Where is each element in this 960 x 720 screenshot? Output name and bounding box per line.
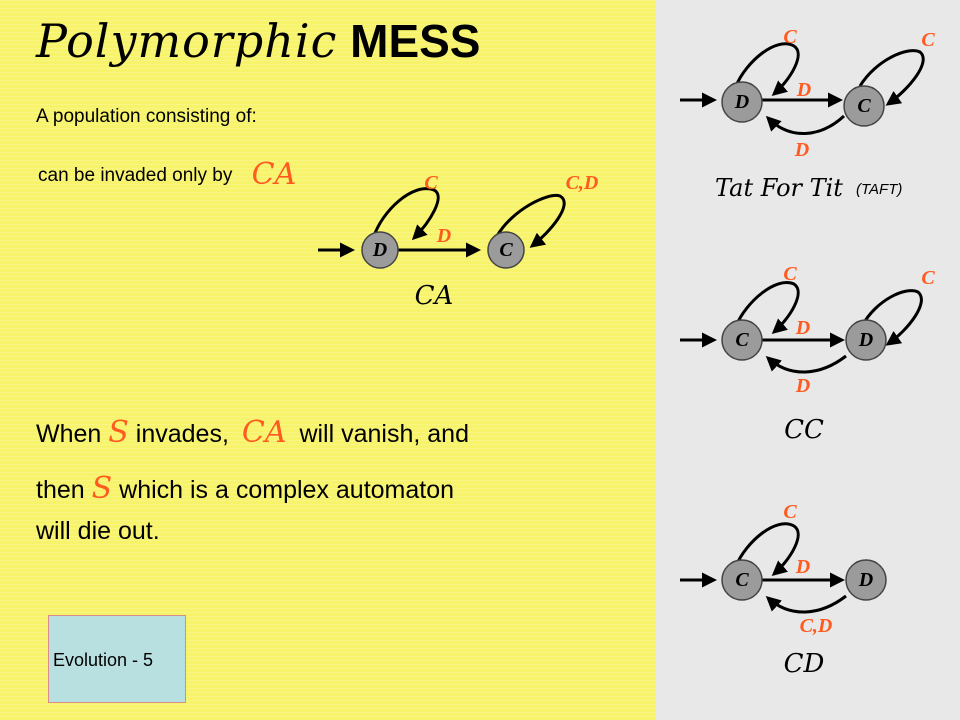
body-line-2: then S which is a complex automaton (36, 462, 454, 517)
cd-state-2-label: D (858, 569, 873, 591)
body-ca: CA (241, 415, 287, 450)
taft-loop-2 (858, 49, 925, 106)
footer-box: Evolution - 5 (48, 615, 186, 703)
taft-state-2-label: C (857, 95, 871, 117)
cd-state-1-label: C (735, 569, 749, 591)
ca-state-2 (487, 231, 525, 269)
automaton-taft: D C C C D D Tat For Tit (TAFT) (680, 26, 935, 202)
automaton-cd: C D C D C,D CD (680, 501, 887, 679)
taft-loop-1-label: C (783, 26, 797, 48)
cd-loop-1-label: C (783, 501, 797, 523)
right-panel (656, 0, 960, 720)
cc-loop-1 (734, 281, 800, 334)
title-bold-part: MESS (350, 15, 481, 67)
automaton-ca: D C C C,D D CA (318, 172, 598, 311)
cd-state-2 (845, 559, 887, 601)
ca-state-2-label: C (499, 239, 513, 261)
body-line-1: When S invades, CA will vanish, and (36, 406, 469, 461)
ca-loop-2 (495, 193, 566, 248)
body-line-3: will die out. (36, 517, 160, 545)
ca-forward-label: D (436, 225, 451, 247)
body-vanish: will vanish, and (299, 420, 469, 448)
cd-back-edge (765, 594, 847, 614)
ca-loop-2-label: C,D (566, 172, 599, 194)
cc-state-2-label: D (858, 329, 873, 351)
body-s-1: S (108, 415, 129, 450)
taft-state-1-label: D (734, 91, 749, 113)
body-s-2: S (91, 471, 113, 506)
cc-forward-label: D (795, 317, 810, 339)
cc-loop-1-label: C (783, 263, 797, 285)
cc-caption: CC (784, 415, 824, 445)
cd-loop-1 (734, 522, 800, 576)
title-script-part: Polymorphic (36, 14, 338, 68)
intro-line-2: can be invaded only by CA (38, 154, 297, 192)
taft-loop-2-label: C (921, 29, 935, 51)
cd-state-1 (721, 559, 763, 601)
cc-state-1-label: C (735, 329, 749, 351)
cd-caption: CD (784, 649, 825, 679)
taft-back-edge (765, 114, 846, 135)
taft-caption: Tat For Tit (715, 174, 843, 202)
ca-loop-1 (372, 187, 440, 241)
body-when: When (36, 420, 102, 448)
slide-title: Polymorphic MESS (36, 14, 481, 68)
ca-caption: CA (415, 281, 454, 311)
ca-state-1 (361, 231, 399, 269)
cc-back-edge (765, 354, 847, 374)
body-complex: which is a complex automaton (119, 476, 455, 504)
taft-back-label: D (794, 139, 809, 161)
taft-forward-label: D (796, 79, 811, 101)
footer-label: Evolution - 5 (53, 650, 154, 670)
cc-back-label: D (795, 375, 810, 397)
cc-state-1 (721, 319, 763, 361)
body-invades: invades, (135, 420, 229, 448)
cc-loop-2-label: C (921, 267, 935, 289)
cc-state-2 (845, 319, 887, 361)
taft-loop-1 (734, 42, 800, 96)
intro-line-1: A population consisting of: (36, 106, 257, 127)
intro-invader: CA (251, 157, 297, 192)
intro-line-2-text: can be invaded only by (38, 165, 233, 186)
cd-forward-label: D (795, 556, 810, 578)
ca-loop-1-label: C (424, 172, 438, 194)
left-panel (0, 0, 656, 720)
taft-caption-note: (TAFT) (856, 181, 902, 198)
automaton-cc: C D C C D D CC (680, 263, 935, 445)
body-then: then (36, 476, 85, 504)
taft-state-1 (721, 81, 763, 123)
cc-loop-2 (860, 289, 923, 346)
taft-state-2 (843, 85, 885, 127)
cd-back-label: C,D (800, 615, 833, 637)
ca-state-1-label: D (372, 239, 387, 261)
